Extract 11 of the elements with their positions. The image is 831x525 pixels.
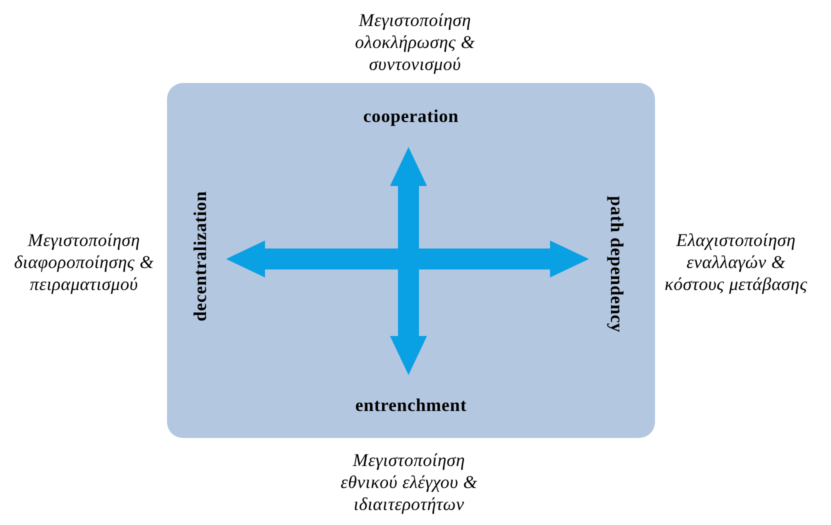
- annotation-text: Μεγιστοποίηση εθνικού ελέγχου & ιδιαιτεροτήτων: [340, 449, 478, 515]
- annotation-text: Μεγιστοποίηση διαφοροποίησης & πειραματισμού: [13, 229, 155, 295]
- axis-label: path dependency: [607, 196, 627, 332]
- double-headed-arrow: [390, 147, 427, 375]
- annotation-text: Ελαχιστοποίηση εναλλαγών & κόστους μετάβασης: [664, 229, 808, 295]
- double-headed-arrow: [226, 240, 589, 278]
- axis-label: cooperation: [363, 106, 459, 126]
- axis-label: decentralization: [190, 190, 210, 322]
- annotation-text: Μεγιστοποίηση ολοκλήρωσης & συντονισμού: [354, 9, 476, 75]
- quadrant-panel: [167, 83, 655, 438]
- axis-label: entrenchment: [355, 395, 467, 415]
